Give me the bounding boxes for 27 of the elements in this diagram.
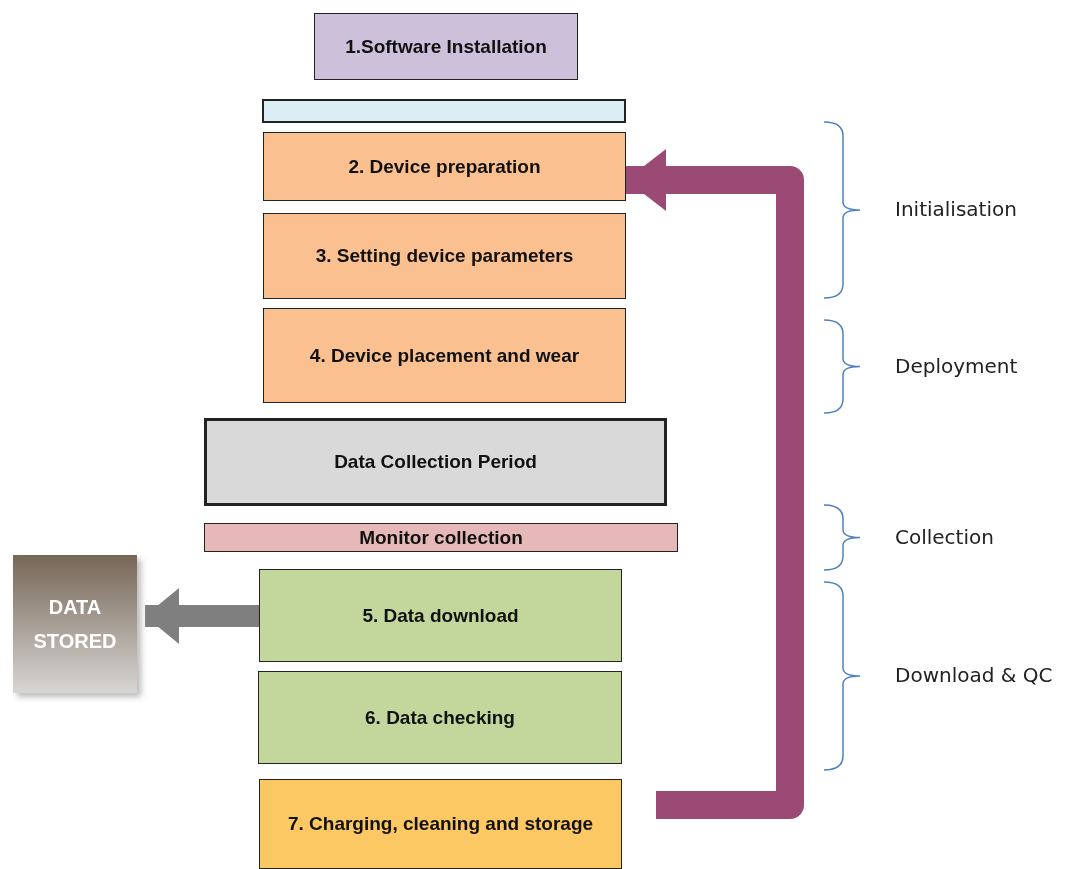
process-box	[259, 779, 622, 869]
step-label: 3. Setting device parameters	[315, 245, 574, 267]
step-label: 7. Charging, cleaning and storage	[287, 813, 594, 835]
step-label: 2. Device preparation	[348, 155, 541, 178]
process-box	[258, 671, 622, 764]
process-box	[204, 523, 678, 552]
process-box	[263, 308, 626, 403]
step-label: 4. Device placement and wear	[309, 344, 580, 367]
bar-shape	[262, 99, 626, 123]
phase-label: Initialisation	[895, 197, 1017, 221]
process-box	[204, 418, 667, 506]
phase-label: Download & QC	[895, 663, 1053, 687]
storage-box	[13, 555, 137, 693]
step-label: 6. Data checking	[365, 706, 515, 729]
step-label: 5. Data download	[362, 604, 519, 627]
step-label: DATA STORED	[32, 595, 118, 654]
process-box	[263, 132, 626, 201]
step-label: Data Collection Period	[334, 451, 537, 473]
process-box	[259, 569, 622, 662]
block-arrow	[626, 149, 804, 819]
phase-label: Deployment	[895, 353, 1018, 378]
block-arrow	[145, 588, 259, 644]
phase-label: Collection	[895, 524, 994, 549]
step-label: Monitor collection	[359, 526, 523, 549]
process-box	[314, 13, 578, 80]
process-box	[263, 213, 626, 299]
step-label: 1.Software Installation	[345, 35, 547, 58]
